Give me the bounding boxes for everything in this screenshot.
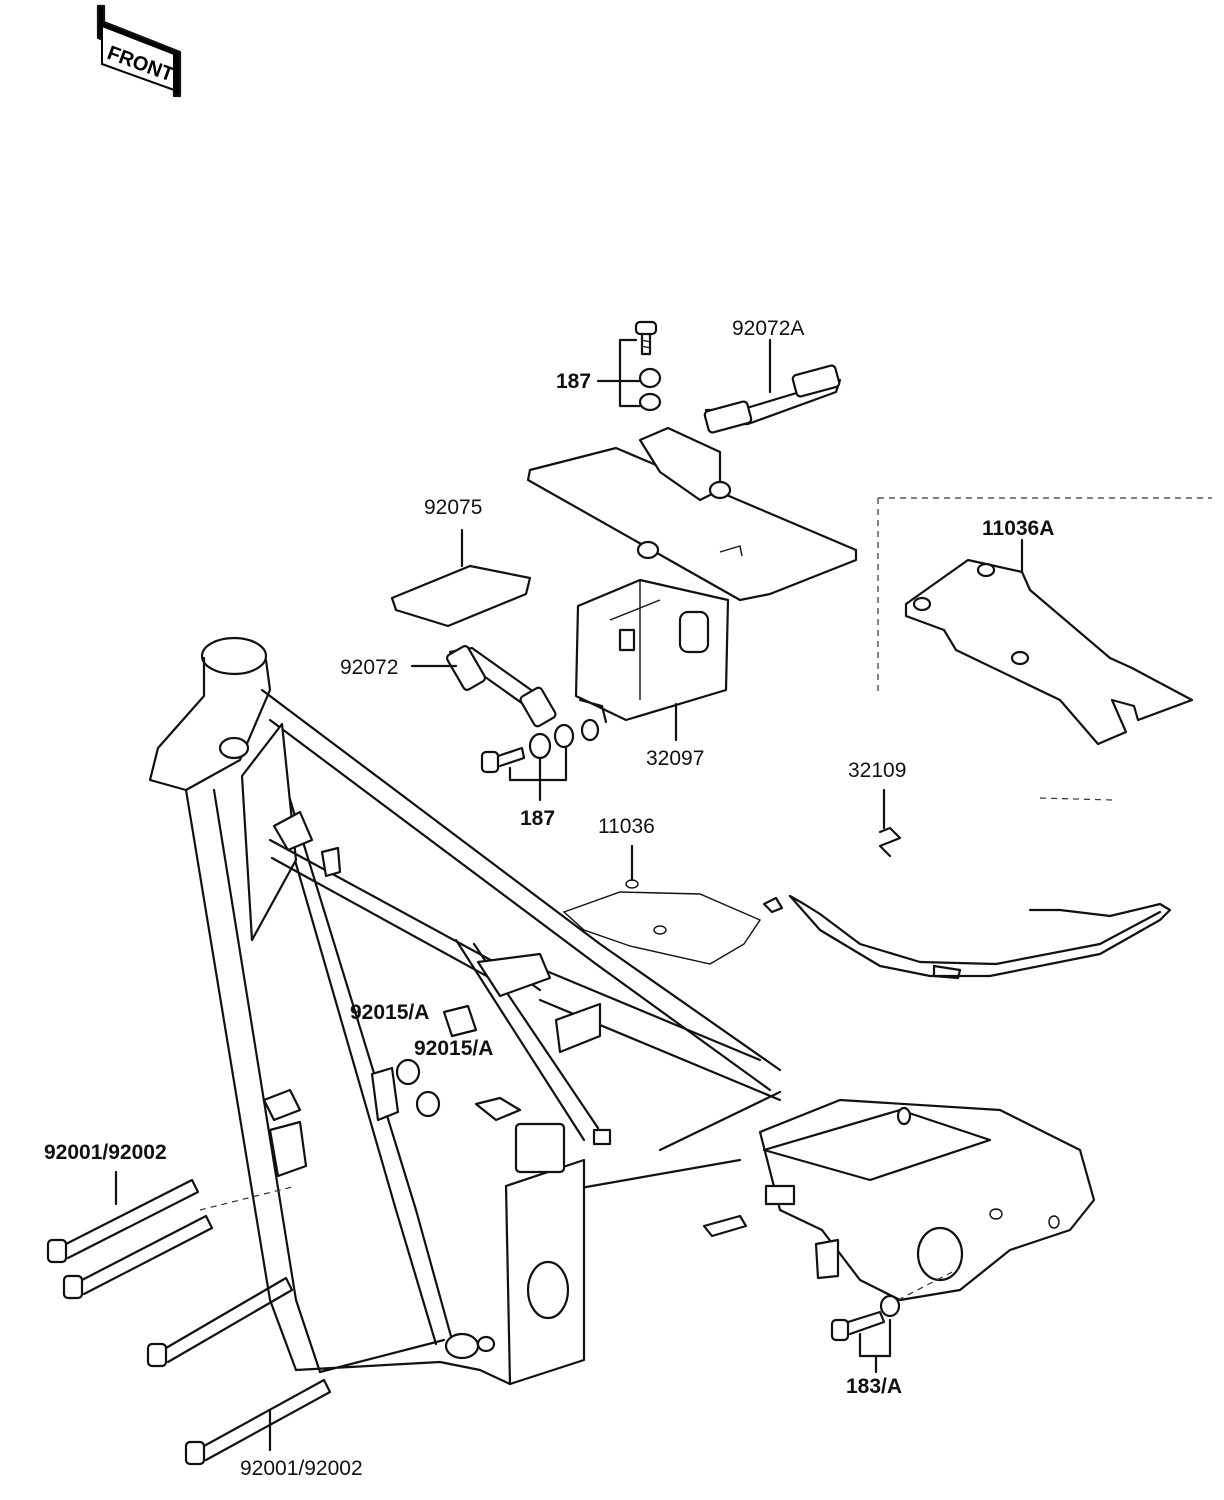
guard-32109 [762,788,1172,980]
label-92001-92002-bottom: 92001/92002 [240,1457,363,1480]
label-92072a: 92072A [732,317,805,340]
mount-bolt-1 [46,1178,200,1264]
plate-11036 [562,844,762,965]
label-92001-92002-top: 92001/92002 [44,1141,167,1164]
label-32109: 32109 [848,759,907,782]
battery-cover [526,426,858,602]
front-badge: FRONT [96,4,182,98]
mount-bolt-2 [62,1214,214,1300]
lower-bolt-group [480,718,600,802]
strap-92072 [410,645,557,728]
label-183a: 183/A [846,1375,903,1398]
label-187-top: 187 [556,370,592,393]
label-92072: 92072 [340,656,399,679]
label-92075: 92075 [424,496,483,519]
mount-bolt-3 [146,1276,294,1368]
label-92015a-1: 92015/A [350,1001,430,1024]
battery-box-32097 [574,578,730,742]
motorcycle-frame [148,636,1096,1386]
label-11036: 11036 [598,815,655,838]
mount-bolt-4 [184,1378,332,1466]
label-92015a-2: 92015/A [414,1037,494,1060]
pad-92075 [390,528,532,628]
bracket-11036a-box [877,497,1212,801]
label-32097: 32097 [646,747,705,770]
strap-92072a [703,338,842,434]
rear-bolt-183a [830,1267,961,1374]
mount-bolts [46,1170,332,1466]
top-bolt-group [596,320,662,412]
label-11036a: 11036A [982,517,1055,540]
label-187-bottom: 187 [520,807,556,830]
